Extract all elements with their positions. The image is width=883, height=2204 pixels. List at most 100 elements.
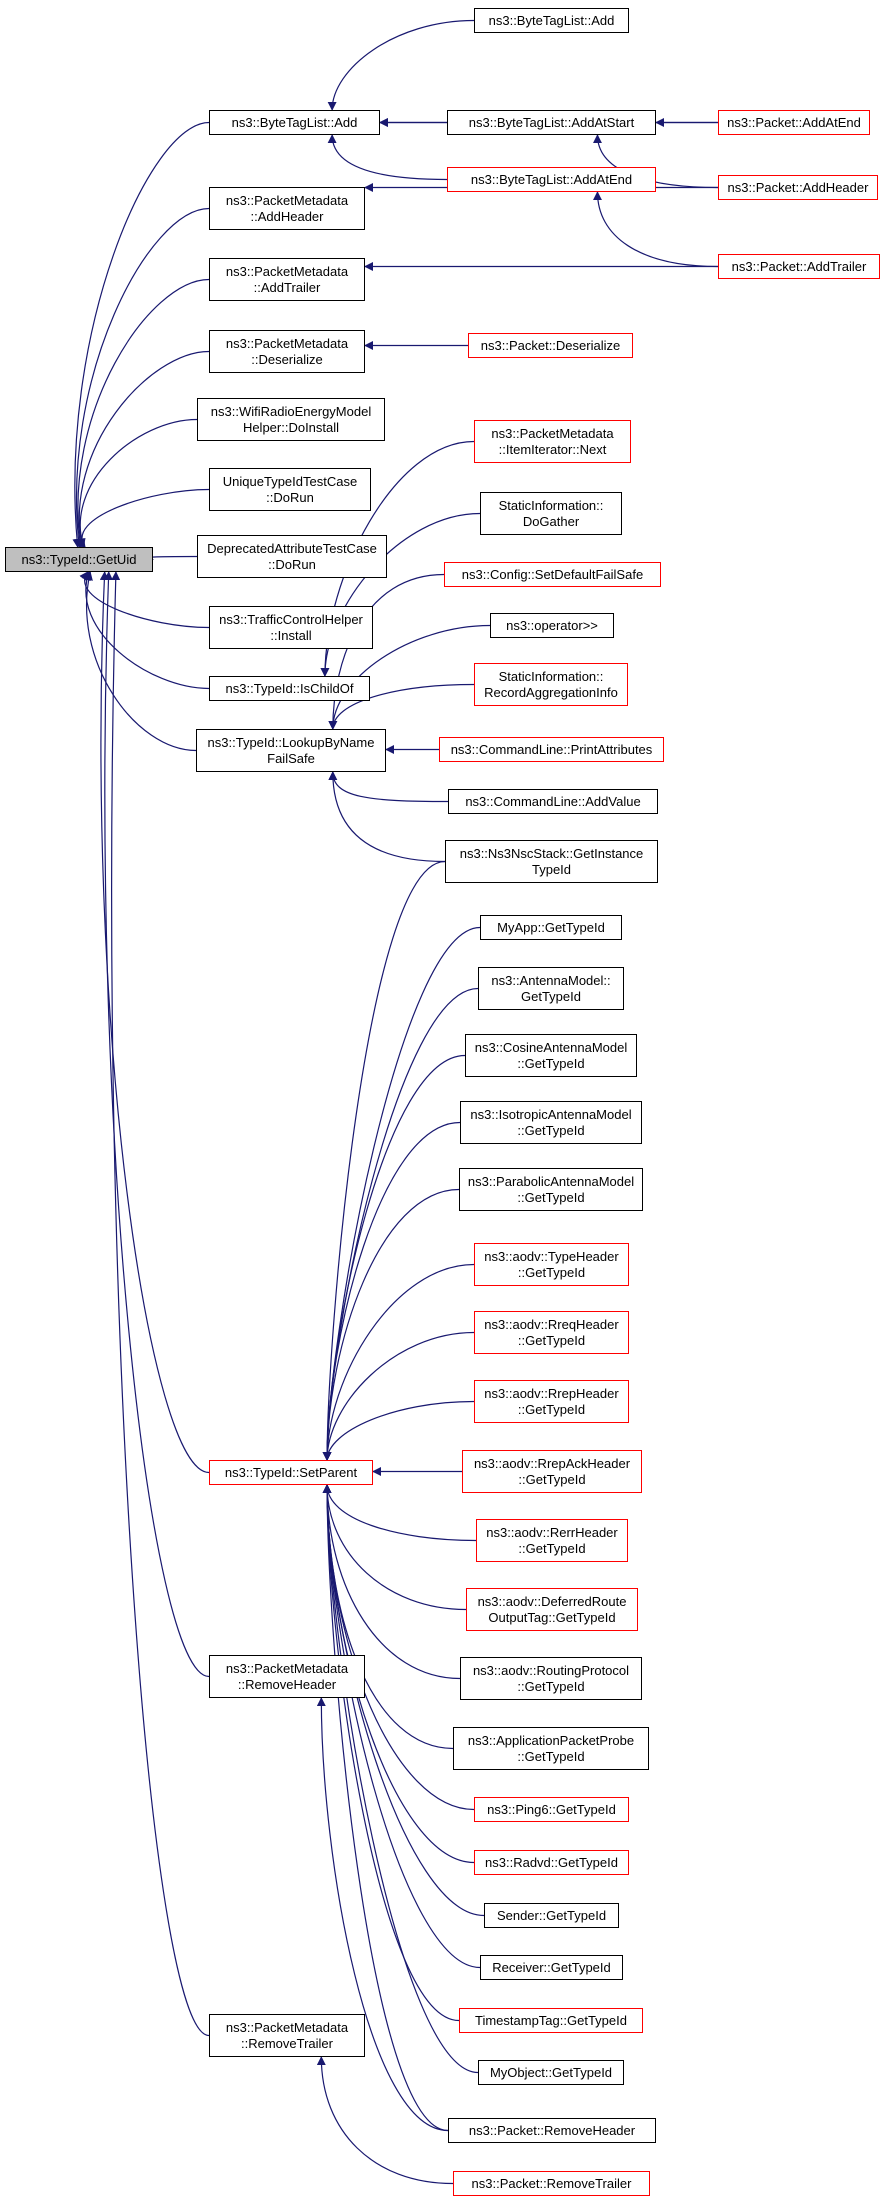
node-label-line: ns3::aodv::RoutingProtocol (472, 1662, 630, 1678)
node-label-line: ns3::PacketMetadata (225, 2019, 349, 2035)
node-p-addheader[interactable]: ns3::Packet::AddHeader (718, 175, 878, 200)
edge-si-record-to-lookup (328, 683, 475, 730)
node-parabolic[interactable]: ns3::ParabolicAntennaModel::GetTypeId (459, 1168, 643, 1211)
node-tch-install[interactable]: ns3::TrafficControlHelper::Install (209, 606, 373, 649)
node-label-line: ::DoRun (268, 556, 316, 572)
edge-sender-to-setparent (322, 1484, 485, 1917)
node-ping6[interactable]: ns3::Ping6::GetTypeId (474, 1797, 629, 1822)
node-unique-dorun[interactable]: UniqueTypeIdTestCase::DoRun (209, 468, 371, 511)
edge-aodv-rreq-to-setparent (322, 1331, 475, 1461)
node-label-line: StaticInformation:: (498, 497, 604, 513)
node-p-removeheader[interactable]: ns3::Packet::RemoveHeader (448, 2118, 656, 2143)
node-btl-add2[interactable]: ns3::ByteTagList::Add (474, 8, 629, 33)
node-label-line: ns3::TypeId::IsChildOf (225, 680, 354, 696)
edge-pm-removeheader-to-root (103, 571, 210, 1678)
node-btl-add[interactable]: ns3::ByteTagList::Add (209, 110, 380, 135)
node-timestamp[interactable]: TimestampTag::GetTypeId (459, 2008, 643, 2033)
edge-layer (72, 19, 719, 2185)
node-aodv-routing[interactable]: ns3::aodv::RoutingProtocol::GetTypeId (460, 1657, 642, 1700)
node-label-line: ns3::Config::SetDefaultFailSafe (461, 566, 644, 582)
node-label-line: ::AddTrailer (253, 279, 321, 295)
node-myobject[interactable]: MyObject::GetTypeId (478, 2060, 624, 2085)
edge-receiver-to-setparent (322, 1484, 481, 1969)
node-label-line: ns3::PacketMetadata (225, 263, 349, 279)
edge-myapp-to-setparent (322, 926, 481, 1461)
node-label-line: ::Install (270, 627, 312, 643)
node-label-line: MyObject::GetTypeId (489, 2064, 613, 2080)
node-label-line: ns3::operator>> (506, 617, 598, 633)
node-pm-addtrailer[interactable]: ns3::PacketMetadata::AddTrailer (209, 258, 365, 301)
node-p-removetrailer[interactable]: ns3::Packet::RemoveTrailer (453, 2171, 650, 2196)
edge-parabolic-to-setparent (322, 1188, 460, 1461)
node-receiver[interactable]: Receiver::GetTypeId (480, 1955, 623, 1980)
node-cfg-setdefault[interactable]: ns3::Config::SetDefaultFailSafe (444, 562, 661, 587)
node-label-line: ns3::ByteTagList::AddAtStart (468, 114, 635, 130)
edge-p-addtrailer-to-btl-addatend (592, 191, 719, 268)
node-aodv-rerr[interactable]: ns3::aodv::RerrHeader::GetTypeId (476, 1519, 628, 1562)
node-label-line: Sender::GetTypeId (496, 1907, 607, 1923)
edge-aodv-routing-to-setparent (322, 1484, 461, 1680)
node-btl-addatend[interactable]: ns3::ByteTagList::AddAtEnd (447, 167, 656, 192)
node-p-addtrailer[interactable]: ns3::Packet::AddTrailer (718, 254, 880, 279)
node-label-line: ns3::aodv::TypeHeader (484, 1248, 619, 1264)
node-si-record[interactable]: StaticInformation::RecordAggregationInfo (474, 663, 628, 706)
node-aodv-rreq[interactable]: ns3::aodv::RreqHeader::GetTypeId (474, 1311, 629, 1354)
node-pm-deserialize[interactable]: ns3::PacketMetadata::Deserialize (209, 330, 365, 373)
edge-p-removetrailer-to-pm-removetrailer (316, 2056, 454, 2185)
node-btl-addatstart[interactable]: ns3::ByteTagList::AddAtStart (447, 110, 656, 135)
node-cosine[interactable]: ns3::CosineAntennaModel::GetTypeId (465, 1034, 637, 1077)
node-label-line: ns3::AntennaModel:: (491, 972, 611, 988)
edge-unique-dorun-to-root (76, 488, 210, 548)
node-radvd[interactable]: ns3::Radvd::GetTypeId (474, 1850, 629, 1875)
node-si-dogather[interactable]: StaticInformation::DoGather (480, 492, 622, 535)
node-label-line: ns3::aodv::RrepHeader (484, 1385, 619, 1401)
edge-aodv-deferred-to-setparent (322, 1484, 467, 1611)
node-label-line: ns3::aodv::RreqHeader (484, 1316, 619, 1332)
node-operator[interactable]: ns3::operator>> (490, 613, 614, 638)
node-setparent[interactable]: ns3::TypeId::SetParent (209, 1460, 373, 1485)
node-antenna[interactable]: ns3::AntennaModel::GetTypeId (478, 967, 624, 1010)
node-label-line: ns3::CommandLine::PrintAttributes (450, 741, 653, 757)
node-sender[interactable]: Sender::GetTypeId (484, 1903, 619, 1928)
node-myapp[interactable]: MyApp::GetTypeId (480, 915, 622, 940)
node-label-line: ::GetTypeId (518, 1540, 586, 1556)
edge-wifi-doinstall-to-root (76, 418, 198, 548)
node-aodv-rrepack[interactable]: ns3::aodv::RrepAckHeader::GetTypeId (462, 1450, 642, 1493)
node-label-line: ns3::Radvd::GetTypeId (485, 1854, 618, 1870)
node-label-line: ns3::PacketMetadata (491, 425, 614, 441)
node-label-line: ::DoRun (266, 489, 314, 505)
node-ischildof[interactable]: ns3::TypeId::IsChildOf (209, 676, 370, 701)
node-cl-printattr[interactable]: ns3::CommandLine::PrintAttributes (439, 737, 664, 762)
node-deprecated-dorun[interactable]: DeprecatedAttributeTestCase::DoRun (197, 535, 387, 578)
node-aodv-type[interactable]: ns3::aodv::TypeHeader::GetTypeId (474, 1243, 629, 1286)
node-pm-removeheader[interactable]: ns3::PacketMetadata::RemoveHeader (209, 1655, 365, 1698)
node-label-line: ::GetTypeId (517, 1122, 585, 1138)
node-label-line: ::GetTypeId (517, 1264, 586, 1280)
node-label-line: ns3::TrafficControlHelper (219, 611, 363, 627)
node-p-addatend[interactable]: ns3::Packet::AddAtEnd (718, 110, 870, 135)
node-p-deserialize[interactable]: ns3::Packet::Deserialize (468, 333, 633, 358)
node-label-line: ns3::ApplicationPacketProbe (467, 1732, 635, 1748)
node-cl-addvalue[interactable]: ns3::CommandLine::AddValue (448, 789, 658, 814)
node-pm-itnext[interactable]: ns3::PacketMetadata::ItemIterator::Next (474, 420, 631, 463)
edge-setparent-to-root (99, 571, 210, 1474)
node-pm-removetrailer[interactable]: ns3::PacketMetadata::RemoveTrailer (209, 2014, 365, 2057)
node-label-line: ::ItemIterator::Next (498, 441, 607, 457)
node-pm-addheader[interactable]: ns3::PacketMetadata::AddHeader (209, 187, 365, 230)
edge-cfg-setdefault-to-lookup (328, 573, 445, 730)
node-app-probe[interactable]: ns3::ApplicationPacketProbe::GetTypeId (453, 1727, 649, 1770)
edge-btl-add-to-root (72, 121, 210, 548)
node-label-line: OutputTag::GetTypeId (488, 1609, 616, 1625)
node-label-line: Receiver::GetTypeId (492, 1959, 611, 1975)
node-label-line: ::GetTypeId (517, 1332, 586, 1348)
node-label-line: ns3::ByteTagList::Add (231, 114, 358, 130)
node-label-line: ns3::Packet::Deserialize (480, 337, 621, 353)
node-isotropic[interactable]: ns3::IsotropicAntennaModel::GetTypeId (460, 1101, 642, 1144)
edge-p-removeheader-to-pm-removeheader (316, 1697, 449, 2132)
node-label-line: ns3::PacketMetadata (225, 192, 349, 208)
node-aodv-rrep[interactable]: ns3::aodv::RrepHeader::GetTypeId (474, 1380, 629, 1423)
